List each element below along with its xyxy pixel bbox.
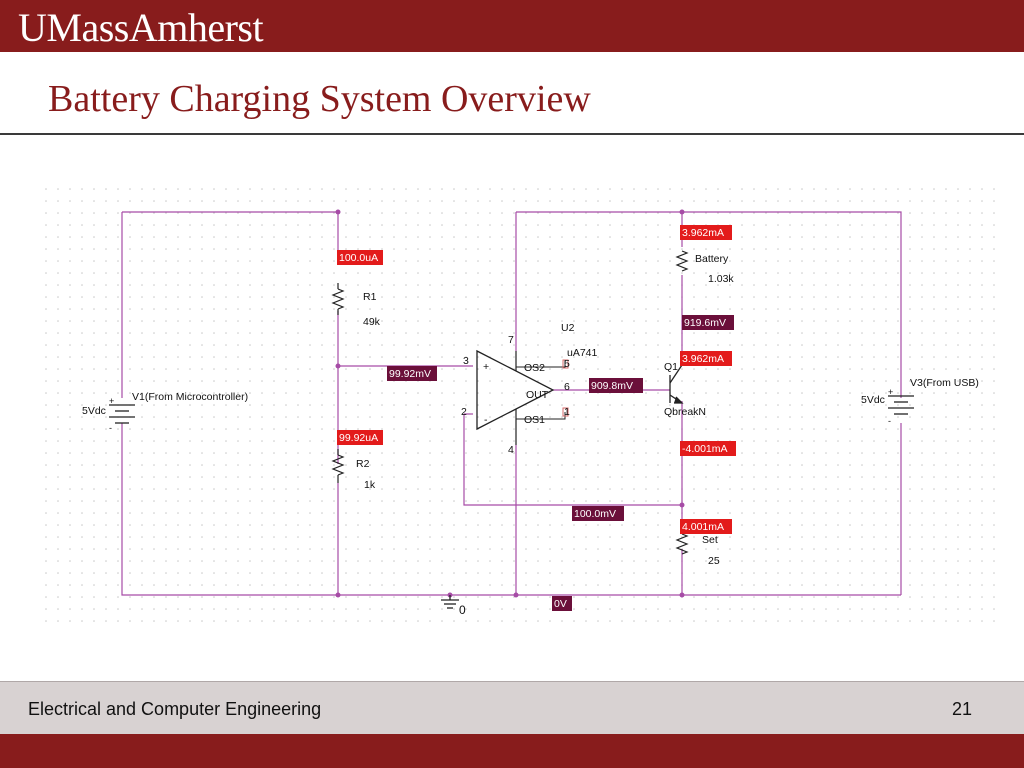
r1-value-label: 49k: [363, 316, 381, 328]
wire-v3-top: [516, 211, 902, 398]
opamp-u2-symbol: [476, 349, 569, 445]
v3-name-label: V3(From USB): [910, 377, 979, 389]
probe-r1-current: 100.0uA: [339, 252, 378, 264]
v1-name-label: V1(From Microcontroller): [132, 391, 248, 403]
v3-value-label: 5Vdc: [861, 394, 885, 406]
probe-noninv-voltage-box: [387, 366, 437, 381]
probe-opamp-out-voltage-box: [589, 378, 643, 393]
r2-symbol: [331, 454, 345, 476]
u2-os2-label: OS2: [524, 362, 545, 374]
r2-value-label: 1k: [364, 479, 376, 491]
set-name-label: Set: [702, 534, 718, 546]
r2-name-label: R2: [356, 458, 370, 470]
battery-name-label: Battery: [695, 253, 729, 265]
footer-band: [0, 682, 1024, 734]
umass-logo: UMassAmherst: [18, 5, 264, 50]
page-number: 21: [951, 699, 972, 719]
probe-r2-current: 99.92uA: [339, 432, 378, 444]
probe-ground-voltage-box: [552, 596, 572, 611]
u2-minus-label: -: [484, 414, 488, 426]
v3-plus-label: +: [888, 387, 893, 397]
u2-plus-label: +: [483, 361, 489, 373]
probe-feedback-voltage-box: [572, 506, 624, 521]
circuit-schematic: 100.0uA 99.92mV 99.92uA 3.962mA 919.6mV …: [40, 183, 1000, 625]
title-divider: [0, 133, 1024, 135]
u2-pin-3: 3: [463, 355, 469, 367]
probe-collector-voltage-box: [682, 315, 734, 330]
battery-resistor-symbol: [675, 250, 689, 272]
v3-minus-label: -: [888, 416, 891, 426]
q1-name-label: Q1: [664, 361, 678, 373]
slide-title: Battery Charging System Overview: [48, 78, 591, 120]
probe-set-current: 4.001mA: [682, 521, 724, 533]
set-value-label: 25: [708, 555, 720, 567]
v1-plus-label: +: [109, 396, 114, 406]
probe-battery-top-current: 3.962mA: [682, 227, 724, 239]
u2-name-label: U2: [561, 322, 575, 334]
v3-source-symbol: [888, 395, 914, 415]
grid-background: [40, 183, 1000, 625]
u2-pin-6: 6: [564, 381, 570, 393]
ground-symbol: [441, 595, 459, 609]
u2-pin-5: 5: [564, 358, 570, 370]
probe-r1-current-box: [337, 250, 383, 265]
probe-collector-current: 3.962mA: [682, 353, 724, 365]
probe-boxes: [337, 225, 736, 611]
r1-symbol: [331, 288, 345, 310]
probe-emitter-current-box: [680, 441, 736, 456]
probe-collector-current-box: [680, 351, 732, 366]
set-resistor-symbol: [675, 533, 689, 555]
q1-model-label: QbreakN: [664, 406, 706, 418]
u2-pin-4: 4: [508, 444, 514, 456]
r1-name-label: R1: [363, 291, 377, 303]
v1-value-label: 5Vdc: [82, 405, 106, 417]
u2-os1-label: OS1: [524, 414, 545, 426]
v1-minus-label: -: [109, 423, 112, 433]
footer-divider: [0, 681, 1024, 682]
probe-emitter-current: -4.001mA: [682, 443, 728, 455]
ground-label: 0: [459, 603, 466, 617]
u2-pin-7: 7: [508, 334, 514, 346]
wire-feedback: [463, 414, 682, 506]
probe-r2-current-box: [337, 430, 383, 445]
transistor-q1-symbol: [669, 364, 684, 404]
probe-set-current-box: [680, 519, 732, 534]
wire-ground-rail: [121, 423, 901, 596]
u2-pin-1: 1: [564, 406, 570, 418]
bottom-bar: [0, 734, 1024, 768]
probe-ground-voltage: 0V: [554, 598, 567, 610]
battery-value-label: 1.03k: [708, 273, 734, 285]
u2-out-label: OUT: [526, 389, 549, 401]
probe-noninv-voltage: 99.92mV: [389, 368, 431, 380]
header-bar: UMassAmherst: [0, 0, 1024, 52]
u2-pin-2: 2: [461, 406, 467, 418]
probe-opamp-out-voltage: 909.8mV: [591, 380, 633, 392]
probe-feedback-voltage: 100.0mV: [574, 508, 616, 520]
probe-battery-top-current-box: [680, 225, 732, 240]
probe-collector-voltage: 919.6mV: [684, 317, 726, 329]
u2-model-label: uA741: [567, 347, 598, 359]
wires: [121, 211, 902, 596]
footer-department: Electrical and Computer Engineering: [28, 699, 322, 719]
v1-source-symbol: [109, 404, 135, 424]
